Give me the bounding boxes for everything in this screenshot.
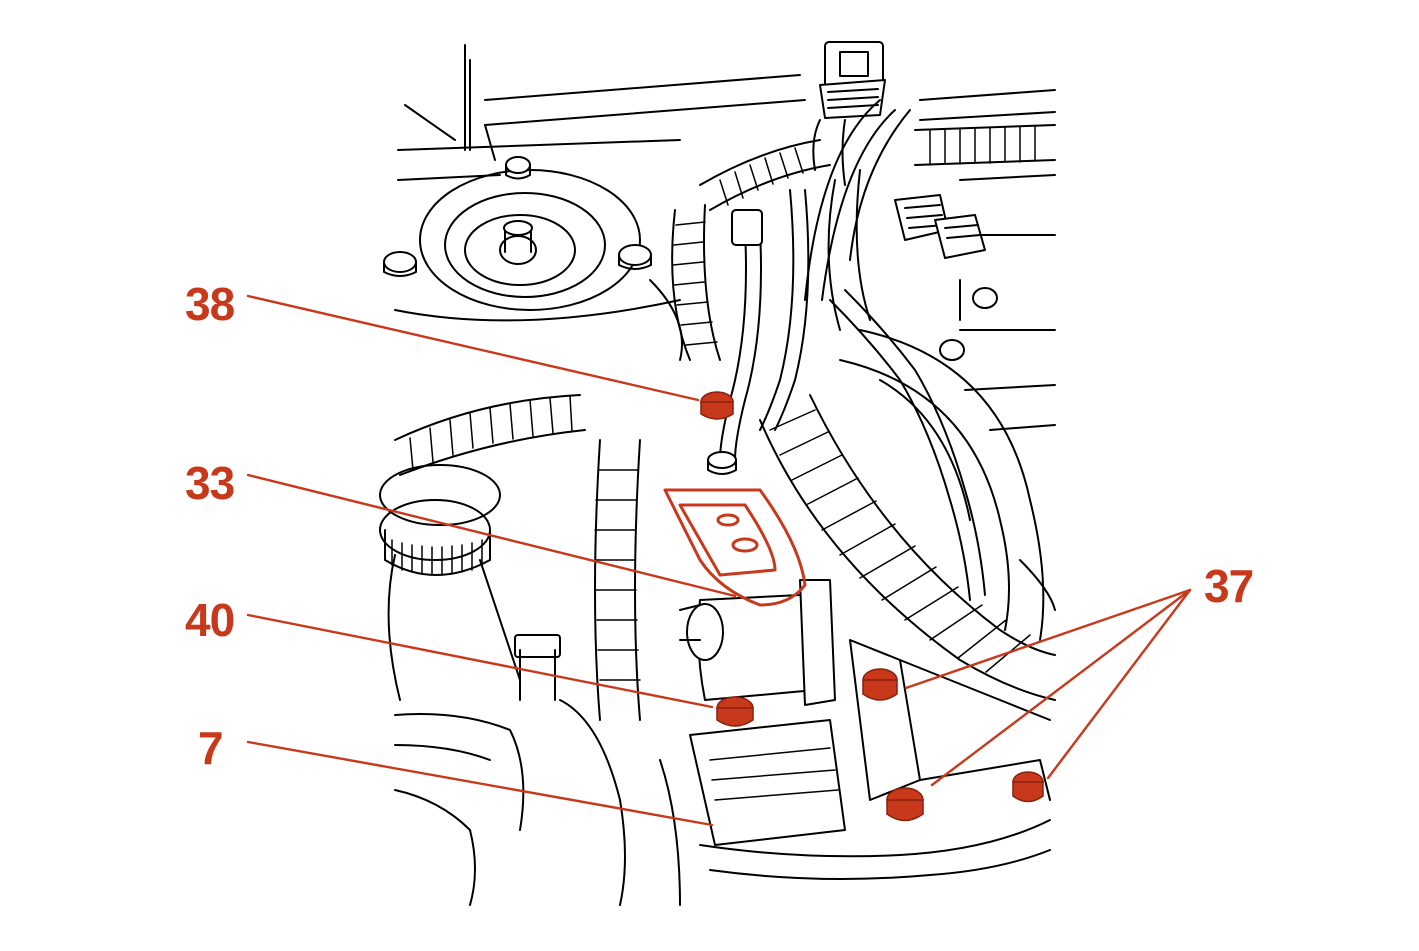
nut-37-lower-right-icon <box>1012 771 1044 803</box>
strut-mount-nuts <box>383 156 652 277</box>
callout-37: 37 <box>1204 560 1254 612</box>
leader-37c <box>1046 588 1192 780</box>
nut-38-icon <box>700 391 734 420</box>
washer-icon <box>707 451 737 475</box>
leader-33 <box>246 473 737 598</box>
nut-37-top-icon <box>862 668 898 701</box>
bracket-33-highlight <box>663 488 807 607</box>
callout-7: 7 <box>198 722 224 774</box>
engine-block-lower <box>394 699 681 906</box>
strut-nut-left-icon <box>383 251 417 277</box>
strut-nut-top-icon <box>505 156 531 180</box>
callout-33: 33 <box>185 457 235 509</box>
leader-7 <box>246 740 714 827</box>
leader-lines <box>246 294 1192 827</box>
leader-38 <box>246 294 700 402</box>
leader-37a <box>904 588 1192 690</box>
wiring-connectors <box>812 41 998 361</box>
leader-40 <box>246 613 714 709</box>
callout-40: 40 <box>185 594 235 646</box>
nut-37-lower-left-icon <box>886 787 924 822</box>
engine-mount-body <box>679 579 1051 880</box>
callout-38: 38 <box>185 278 235 330</box>
hose-clamp <box>514 634 561 701</box>
pipes <box>719 99 986 601</box>
reservoir-cap <box>379 464 521 701</box>
strut-top-mount <box>394 169 683 361</box>
transmission-housing <box>839 329 1056 641</box>
strut-nut-right-icon <box>618 244 652 270</box>
leader-37b <box>930 588 1192 787</box>
nut-40-icon <box>716 696 754 727</box>
